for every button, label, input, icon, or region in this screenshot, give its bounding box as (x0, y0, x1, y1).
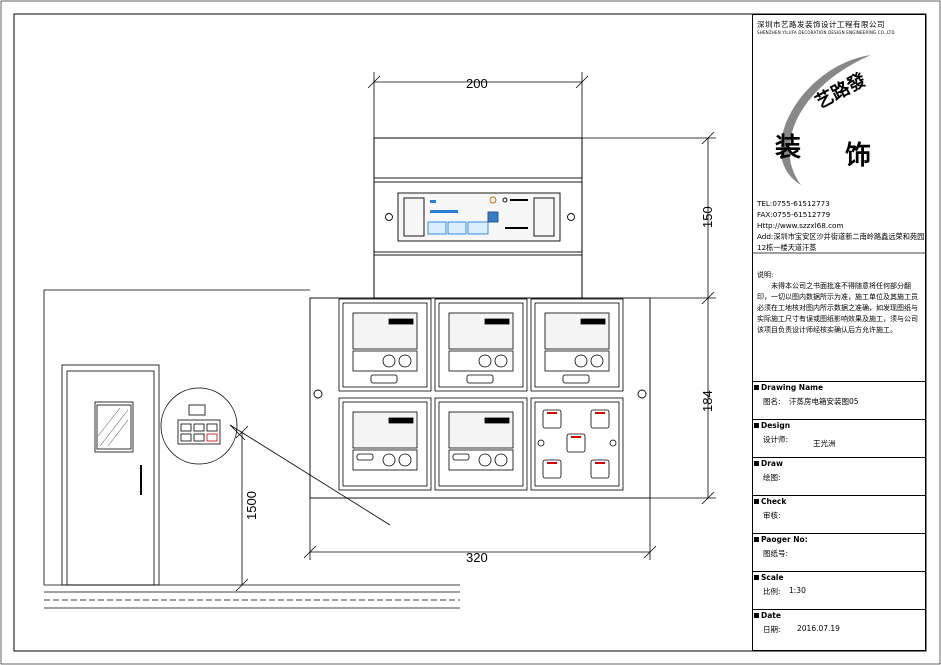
meter-modules (338, 298, 624, 491)
website: Http://www.szzxl68.com (757, 221, 844, 230)
dimension-top-width: 200 (466, 76, 488, 91)
address: Add:深圳市宝安区沙井街道新二南岭路鑫远荣和苑园12栋一楼天道汗蒸 (757, 232, 925, 252)
design-key: 设计师: (763, 435, 789, 444)
logo-text-right: 饰 (845, 141, 872, 171)
scale-key: 比例: (763, 587, 781, 596)
tel: TEL:0755-61512773 (757, 199, 830, 208)
design-label: Design (754, 421, 790, 430)
date-label: Date (754, 611, 781, 620)
notes: 说明: 未得本公司之书面批准不得随意将任何部分翻印，一切以图内数据所示为准，施工… (757, 270, 923, 336)
paper-section: Paoger No: 图纸号: (753, 533, 925, 572)
drawing-name-label: Drawing Name (754, 383, 823, 392)
mount-height-label: 1500 (244, 491, 259, 520)
draw-key: 绘图: (763, 473, 781, 482)
switch-panel (530, 397, 624, 491)
date-key: 日期: (763, 625, 781, 634)
logo-text-left: 装 (775, 133, 802, 163)
scale-section: Scale 比例: 1:30 (753, 571, 925, 610)
date-value: 2016.07.19 (797, 624, 840, 633)
dimension-lower-width: 320 (466, 550, 488, 565)
scale-value: 1:30 (789, 586, 806, 595)
drawing-name-value: 汗蒸房电箱安装图05 (789, 397, 859, 406)
drawing-name-key: 图名: (763, 397, 781, 406)
mount-height-dimension (235, 425, 249, 592)
dimension-upper-height: 150 (700, 206, 715, 228)
note-label: 说明: (757, 271, 774, 279)
drawing-name-section: Drawing Name 图名: 汗蒸房电箱安装图05 (753, 381, 925, 420)
contact-info: TEL:0755-61512773 FAX:0755-61512779 Http… (757, 198, 925, 253)
check-label: Check (754, 497, 786, 506)
company-name-en: SHENZHEN YILUFA DECORATION DESIGN ENGINE… (757, 30, 895, 35)
title-block: 深圳市艺路发装饰设计工程有限公司 SHENZHEN YILUFA DECORAT… (752, 14, 926, 651)
fax: FAX:0755-61512779 (757, 210, 831, 219)
upper-cabinet (373, 137, 583, 299)
designer-name: 王光洲 (813, 439, 836, 448)
paper-label: Paoger No: (754, 535, 808, 544)
company-logo (780, 55, 871, 185)
drawing-border (13, 13, 927, 652)
paper-key: 图纸号: (763, 549, 789, 558)
lower-cabinet (309, 297, 651, 499)
check-section: Check 审核: (753, 495, 925, 534)
dimension-lines (303, 72, 716, 560)
design-section: Design 设计师: 王光洲 (753, 419, 925, 458)
door (61, 364, 160, 586)
date-section: Date 日期: 2016.07.19 (753, 609, 925, 651)
dimension-lower-height: 184 (700, 390, 715, 412)
note-text: 未得本公司之书面批准不得随意将任何部分翻印，一切以图内数据所示为准，施工单位及其… (757, 282, 918, 334)
draw-section: Draw 绘图: (753, 457, 925, 496)
draw-label: Draw (754, 459, 783, 468)
callout-detail (160, 387, 391, 526)
company-name: 深圳市艺路发装饰设计工程有限公司 (757, 20, 885, 29)
check-key: 审核: (763, 511, 781, 520)
scale-label: Scale (754, 573, 784, 582)
door-window (94, 401, 134, 453)
